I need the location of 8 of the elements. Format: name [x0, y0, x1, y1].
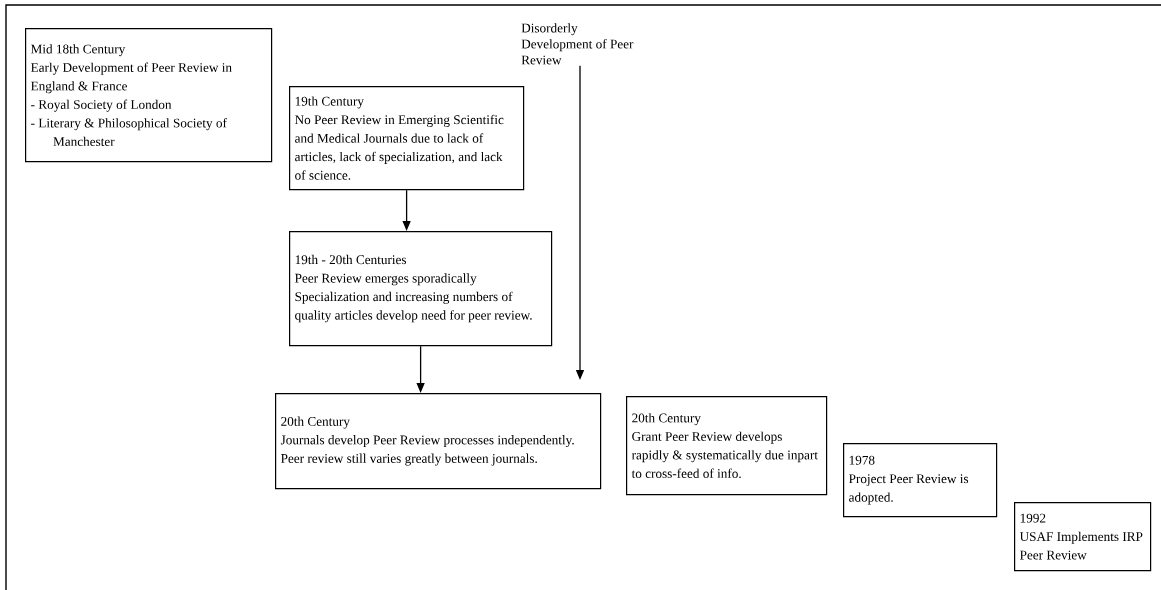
event-box: 20th Century Grant Peer Review develops rapidly & systematically due inpart to cross-feed of info. — [626, 396, 828, 496]
event-box: 20th Century Journals develop Peer Review processes independently. Peer review still varies greatly between journals. — [275, 393, 602, 490]
event-box: 19th Century No Peer Review in Emerging Scientific and Medical Journals due to lack of articles, lack of specialization, and lack of science. — [289, 86, 525, 191]
event-box: Mid 18th Century Early Development of Peer Review in England & France - Royal Society of London - Literary & Philosophical Society of Manchester — [25, 28, 273, 163]
heading-text: Disorderly Development of Peer Review — [521, 23, 634, 65]
event-box: 1992 USAF Implements IRP Peer Review — [1014, 502, 1152, 572]
event-box: 19th - 20th Centuries Peer Review emerges sporadically Specialization and increasing numbers of quality articles develop need for peer review. — [289, 231, 553, 347]
event-box: 1978 Project Peer Review is adopted. — [843, 443, 998, 518]
